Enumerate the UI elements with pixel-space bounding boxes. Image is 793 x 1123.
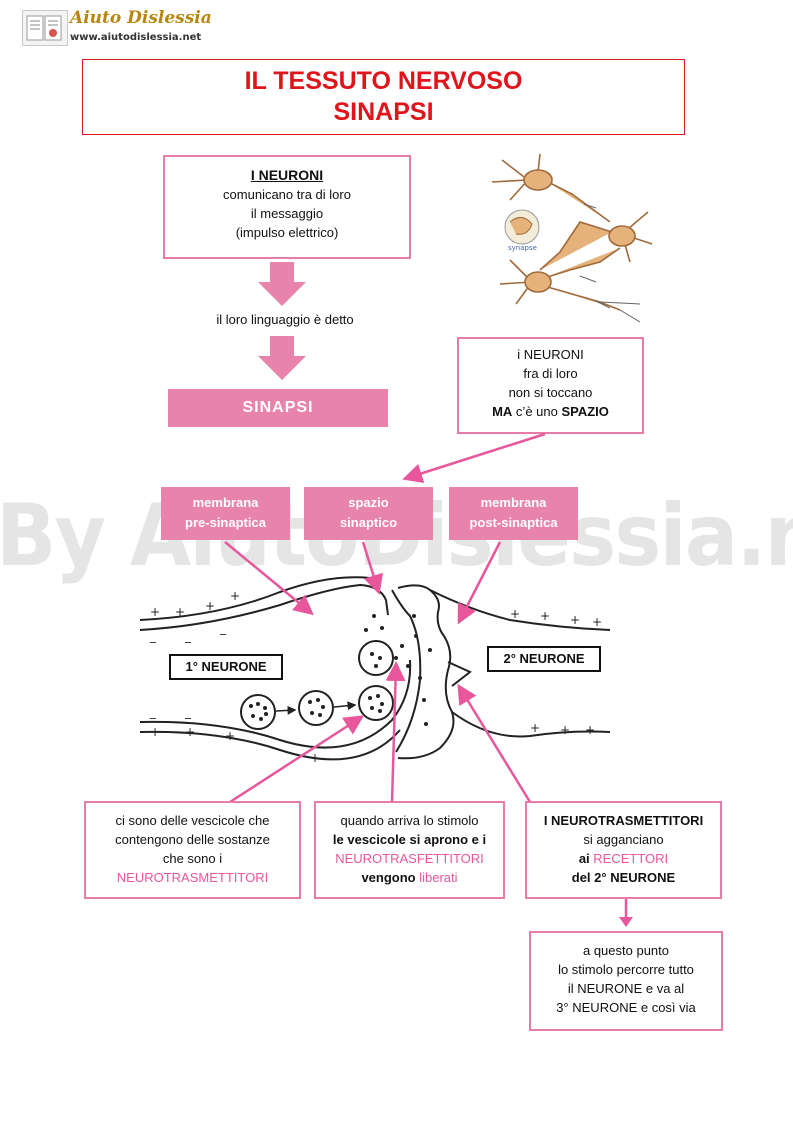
recettori-line-1: I NEUROTRASMETTITORI [543,813,704,828]
title-line-2: SINAPSI [333,98,434,126]
label-pre-sinaptica: membrana pre-sinaptica [161,487,290,540]
spazio-ma: MA [492,404,513,419]
stimolo-box: quando arriva lo stimolo le vescicole si… [314,801,505,899]
neuroni-line-1: comunicano tra di loro [223,187,351,202]
neuroni-heading: I NEURONI [250,167,324,183]
svg-text:_: _ [184,705,192,719]
spazio-word: SPAZIO [561,404,609,419]
svg-text:+: + [310,751,320,765]
synapse-diagram: + + + + _ _ _ _ _ + + + + + + + + + + + [139,541,611,804]
stimolo-liberati: liberati [419,870,458,885]
neuroni-line-2: il messaggio [250,206,324,221]
label-post-line-2: post-sinaptica [469,515,558,530]
neuroni-line-3: (impulso elettrico) [235,225,339,240]
label-spazio-sinaptico: spazio sinaptico [304,487,433,540]
label-pre-line-2: pre-sinaptica [185,515,266,530]
page-title: IL TESSUTO NERVOSO SINAPSI [82,59,685,135]
down-arrow-icon [619,899,633,927]
recettori-ai: ai [578,851,594,866]
stimolo-line-3: NEUROTRASFETTITORI [335,851,484,866]
recettori-word: RECETTORI [593,851,669,866]
label-post-sinaptica: membrana post-sinaptica [449,487,578,540]
spazio-mid: c’è uno [512,404,562,419]
svg-text:_: _ [184,629,192,643]
logo-url: www.aiutodislessia.net [70,32,202,43]
svg-text:+: + [150,605,160,619]
recettori-line-4: del 2° NEURONE [571,870,676,885]
neurone-1-label: 1° NEURONE [169,654,283,680]
recettori-box: I NEUROTRASMETTITORI si agganciano ai RE… [525,801,722,899]
spazio-box: i NEURONI fra di loro non si toccano MA … [457,337,644,434]
vescicole-line-4: NEUROTRASMETTITORI [116,870,269,885]
svg-text:+: + [592,615,602,629]
svg-text:+: + [230,589,240,603]
neuroni-box: I NEURONI comunicano tra di loro il mess… [163,155,411,259]
svg-text:_: _ [149,705,157,719]
spazio-line-4: MA c’è uno SPAZIO [459,402,642,421]
svg-text:+: + [530,721,540,735]
linguaggio-text: il loro linguaggio è detto [216,312,354,327]
svg-text:+: + [560,723,570,737]
svg-text:+: + [585,723,595,737]
vescicole-line-2: contengono delle sostanze [115,832,270,847]
spazio-line-2: fra di loro [523,366,578,381]
label-pre-line-1: membrana [192,495,259,510]
svg-text:+: + [150,725,160,739]
label-post-line-1: membrana [480,495,547,510]
vescicole-line-1: ci sono delle vescicole che [115,813,270,828]
spazio-line-1: i NEURONI [517,347,584,362]
svg-text:+: + [225,729,235,743]
svg-text:+: + [185,725,195,739]
down-arrow-icon [258,336,306,380]
synapse-caption: synapse [508,244,537,252]
svg-text:+: + [175,605,185,619]
vescicole-box: ci sono delle vescicole che contengono d… [84,801,301,899]
label-spazio-line-1: spazio [348,495,389,510]
spazio-line-3: non si toccano [508,385,593,400]
finale-line-4: 3° NEURONE e così via [556,1000,696,1015]
vescicole-line-3: che sono i [162,851,223,866]
finale-line-1: a questo punto [582,943,670,958]
stimolo-line-2: le vescicole si aprono e i [332,832,487,847]
finale-line-3: il NEURONE e va al [567,981,685,996]
recettori-line-2: si agganciano [583,832,664,847]
stimolo-line-4: vengono liberati [316,868,503,887]
logo-image [22,10,68,46]
pointer-arrow-icon [402,432,546,483]
label-spazio-line-2: sinaptico [339,515,398,530]
svg-text:_: _ [149,629,157,643]
stimolo-vengono: vengono [361,870,420,885]
neurons-illustration: synapse [491,153,653,323]
stimolo-line-1: quando arriva lo stimolo [340,813,479,828]
svg-text:+: + [510,607,520,621]
logo-title: Aiuto Dislessia [70,8,212,28]
down-arrow-icon [258,262,306,306]
title-line-1: IL TESSUTO NERVOSO [244,67,523,95]
recettori-line-3: ai RECETTORI [527,849,720,868]
svg-text:+: + [540,609,550,623]
svg-text:+: + [570,613,580,627]
sinapsi-label: SINAPSI [168,389,388,427]
svg-text:+: + [205,599,215,613]
finale-box: a questo punto lo stimolo percorre tutto… [529,931,723,1031]
finale-line-2: lo stimolo percorre tutto [558,962,694,977]
svg-text:_: _ [219,621,227,635]
neurone-2-label: 2° NEURONE [487,646,601,672]
